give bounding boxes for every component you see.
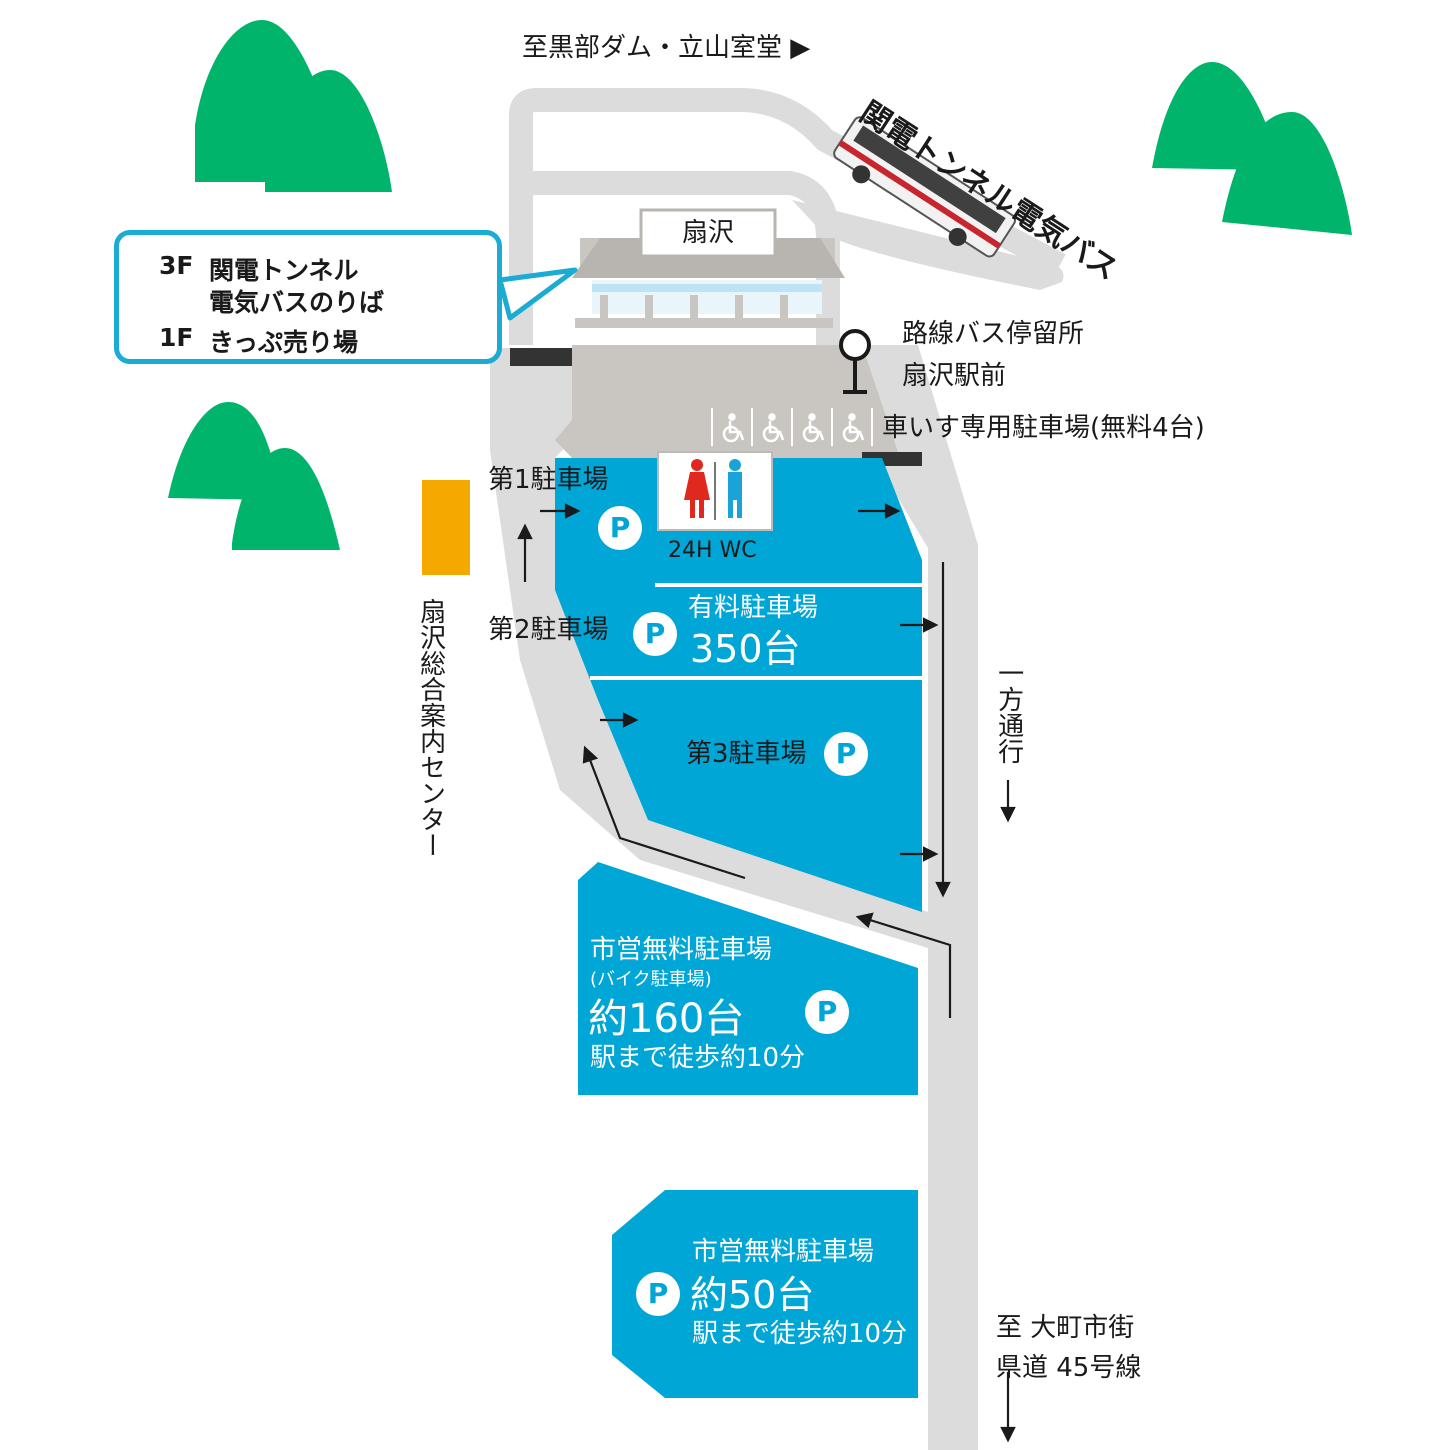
parking-icon: P <box>598 506 642 550</box>
parking-icon: P <box>633 612 677 656</box>
traffic-arrow-icon <box>517 503 1016 1443</box>
floor-3f-line2: 電気バスのりば <box>209 288 385 317</box>
municipal-lot1-walk: 駅まで徒歩約10分 <box>590 1043 806 1073</box>
bus-stop-line1: 路線バス停留所 <box>902 319 1085 349</box>
wc-label: 24H WC <box>668 538 757 563</box>
station-name: 扇沢 <box>682 218 735 248</box>
municipal-lot2-count: 約50台 <box>690 1273 815 1317</box>
floor-1f: 1F <box>159 323 194 352</box>
bus-stop-line2: 扇沢駅前 <box>902 361 1007 391</box>
parking-icon: P <box>824 732 868 776</box>
parking-icon: P <box>636 1272 680 1316</box>
mountain-icon <box>195 20 392 192</box>
info-center-marker <box>422 480 470 575</box>
municipal-lot-160 <box>578 862 918 1095</box>
municipal-lot1-sub: (バイク駐車場) <box>590 969 712 990</box>
floor-3f: 3F <box>159 251 194 280</box>
parking-lot-1-2-3 <box>555 458 922 912</box>
mountain-icon <box>1152 62 1352 235</box>
to-omachi-label: 至 大町市街 <box>996 1313 1135 1343</box>
municipal-lot2-title: 市営無料駐車場 <box>692 1237 875 1267</box>
floor-1f-text: きっぷ売り場 <box>209 328 359 357</box>
prefectural-road-label: 県道 45号線 <box>996 1353 1142 1383</box>
station-building <box>572 208 845 328</box>
callout-pointer <box>497 267 578 321</box>
station-plaza <box>555 345 900 458</box>
wheelchair-parking-label: 車いす専用駐車場(無料4台) <box>882 413 1205 443</box>
municipal-lot1-title: 市営無料駐車場 <box>590 935 773 965</box>
floor-3f-line1: 関電トンネル <box>209 256 359 285</box>
bus-icon <box>833 116 1017 258</box>
municipal-lot-50 <box>612 1190 918 1398</box>
road-left <box>490 348 948 1450</box>
parking-icon: P <box>805 990 849 1034</box>
bus-stop-icon <box>839 329 871 394</box>
municipal-lot1-count: 約160台 <box>588 996 745 1042</box>
wheelchair-icon <box>711 408 873 446</box>
loop-road <box>509 88 1066 345</box>
road-right <box>862 345 978 1450</box>
toilet-icon <box>657 451 773 531</box>
lot2-label: 第2駐車場 <box>488 615 609 645</box>
info-center-label: 扇沢総合案内センター <box>415 598 446 858</box>
municipal-lot2-walk: 駅まで徒歩約10分 <box>692 1319 908 1349</box>
mountain-icon <box>168 402 340 550</box>
paid-parking-count: 350台 <box>690 627 801 671</box>
paid-parking-label: 有料駐車場 <box>688 593 819 623</box>
lot1-label: 第1駐車場 <box>488 465 609 495</box>
floor-guide-callout: 3F 関電トンネル 電気バスのりば 1F きっぷ売り場 <box>114 230 502 364</box>
to-kurobe-label: 至黒部ダム・立山室堂 ▶ <box>522 33 811 63</box>
lot3-label: 第3駐車場 <box>686 739 807 769</box>
loop-road-inner <box>521 171 840 345</box>
one-way-label: 一方通行 <box>993 660 1024 764</box>
